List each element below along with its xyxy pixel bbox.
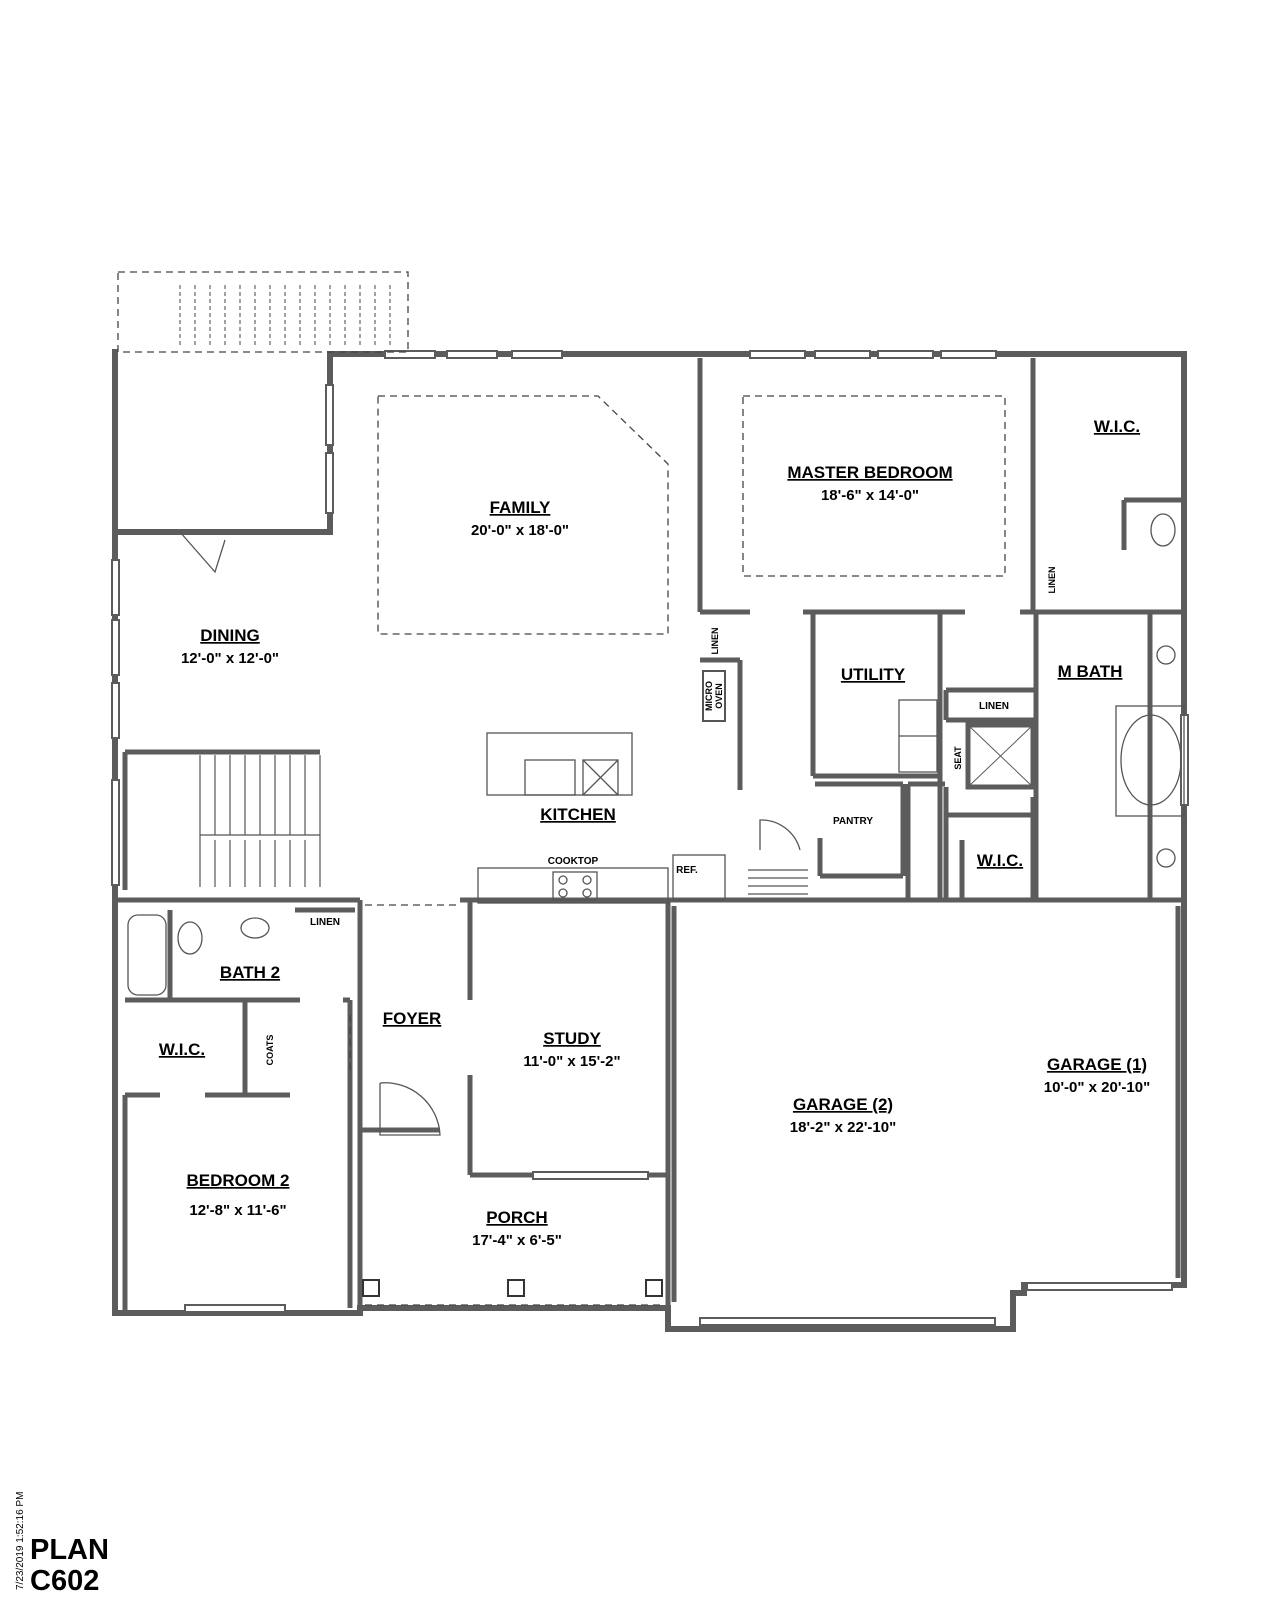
- garage2-dims: 18'-2" x 22'-10": [790, 1119, 896, 1136]
- timestamp: 7/23/2019 1:52:16 PM: [15, 1491, 26, 1590]
- plan-id: PLAN C602: [30, 1535, 109, 1597]
- wic-master-name: W.I.C.: [1094, 417, 1140, 436]
- ceiling-outlines: [117, 271, 1006, 1306]
- kitchen-name: KITCHEN: [540, 805, 616, 824]
- sink: [1156, 645, 1176, 665]
- stairs: [199, 755, 808, 895]
- interior-walls: [115, 358, 1184, 1313]
- wic-bed2-name: W.I.C.: [159, 1040, 205, 1059]
- plan-number: C602: [30, 1565, 100, 1597]
- sink: [1156, 848, 1176, 868]
- porch-posts: [362, 1279, 663, 1297]
- m-bath-name: M BATH: [1058, 662, 1123, 681]
- fixtures: [127, 513, 1185, 1136]
- bath2-sink: [240, 917, 270, 939]
- foyer-name: FOYER: [383, 1009, 442, 1028]
- bath2-toilet: [177, 921, 203, 955]
- coats-label: COATS: [265, 1035, 275, 1066]
- dining-dims: 12'-0" x 12'-0": [181, 650, 279, 667]
- dining-name: DINING: [200, 626, 260, 645]
- bedroom2-dims: 12'-8" x 11'-6": [189, 1202, 286, 1219]
- garage2-name: GARAGE (2): [793, 1095, 893, 1114]
- toilet: [1150, 513, 1176, 547]
- kitchen-sink: [524, 759, 576, 796]
- counter: [477, 867, 669, 904]
- micro-oven: [702, 670, 726, 722]
- room-labels: FAMILY 20'-0" x 18'-0" MASTER BEDROOM 18…: [159, 417, 1150, 1249]
- ref-label: REF.: [676, 865, 698, 876]
- linen-master-label: LINEN: [1047, 567, 1057, 594]
- deck: [179, 285, 391, 345]
- study-dims: 11'-0" x 15'-2": [523, 1053, 620, 1070]
- foyer-door-swing: [379, 1082, 441, 1136]
- wic-bath-name: W.I.C.: [977, 851, 1023, 870]
- dishwasher: [582, 759, 619, 796]
- seat-label: SEAT: [953, 746, 963, 770]
- linen-kitchen-label: LINEN: [710, 628, 720, 655]
- linen-bath-label: LINEN: [979, 701, 1009, 712]
- pantry-door-swing: [759, 819, 801, 851]
- bath2-name: BATH 2: [220, 963, 280, 982]
- pantry-name: PANTRY: [833, 816, 873, 827]
- micro-label: MICRO: [704, 681, 714, 711]
- master-bedroom-dims: 18'-6" x 14'-0": [821, 487, 919, 504]
- dining-door-swing: [179, 531, 226, 574]
- linen-bath2-label: LINEN: [310, 917, 340, 928]
- refrigerator: [672, 854, 726, 901]
- fixture-labels: LINEN MICRO OVEN LINEN LINEN SEAT COOKTO…: [265, 567, 1057, 1066]
- family-dims: 20'-0" x 18'-0": [471, 522, 569, 539]
- utility-name: UTILITY: [841, 665, 906, 684]
- garage1-name: GARAGE (1): [1047, 1055, 1147, 1074]
- garage1-dims: 10'-0" x 20'-10": [1044, 1079, 1150, 1096]
- bedroom2-name: BEDROOM 2: [187, 1171, 290, 1190]
- oven-label: OVEN: [714, 683, 724, 709]
- porch-dims: 17'-4" x 6'-5": [472, 1232, 562, 1249]
- bath2-tub: [127, 914, 167, 996]
- porch-name: PORCH: [486, 1208, 547, 1227]
- bathtub: [1120, 714, 1182, 806]
- master-bedroom-name: MASTER BEDROOM: [787, 463, 952, 482]
- kitchen-island: [486, 732, 633, 796]
- cooktop: [552, 871, 598, 901]
- family-name: FAMILY: [490, 498, 551, 517]
- study-name: STUDY: [543, 1029, 601, 1048]
- cooktop-label: COOKTOP: [548, 856, 599, 867]
- plan-label: PLAN: [30, 1534, 109, 1566]
